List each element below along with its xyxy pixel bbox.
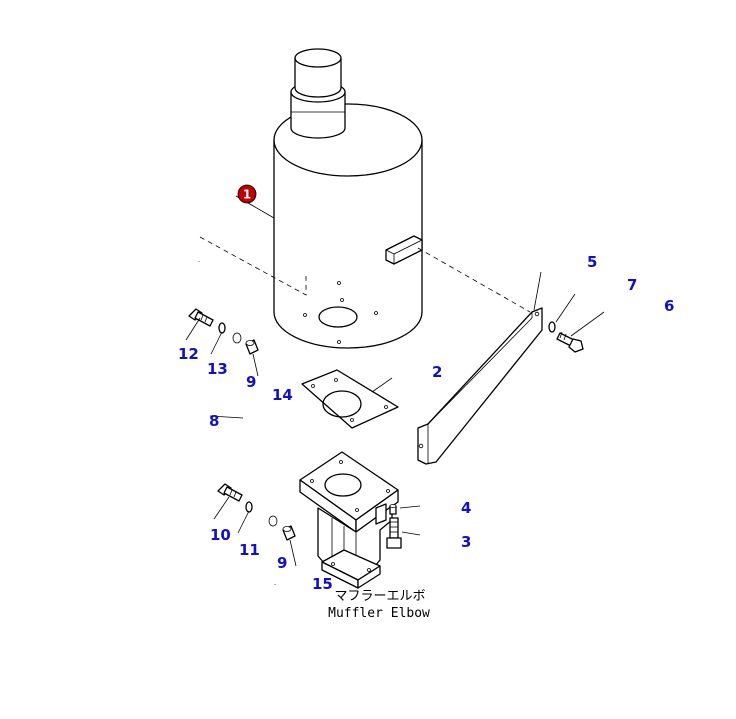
callout-10: 10 — [210, 526, 231, 544]
lower-fasteners — [213, 483, 297, 567]
callout-4: 4 — [461, 499, 471, 517]
callout-9-lower: 9 — [277, 554, 287, 572]
callout-5: 5 — [587, 253, 597, 271]
support-bracket — [417, 271, 543, 465]
callout-11: 11 — [239, 541, 260, 559]
callout-8: 8 — [209, 412, 219, 430]
callout-15: 15 — [312, 575, 333, 593]
muffler-elbow — [299, 451, 421, 589]
callout-7: 7 — [627, 276, 637, 294]
caption: マフラーエルボ Muffler Elbow — [328, 589, 430, 621]
callout-3: 3 — [461, 533, 471, 551]
upper-fasteners — [185, 308, 259, 377]
gasket — [209, 369, 399, 429]
callout-labels: 2 3 4 5 6 7 8 9 9 10 11 12 13 14 15 — [178, 253, 674, 593]
callout-2: 2 — [432, 363, 442, 381]
muffler — [273, 48, 423, 349]
callout-1-badge: 1 — [237, 184, 257, 204]
stay-tube — [197, 261, 278, 585]
caption-english: Muffler Elbow — [328, 606, 430, 621]
callout-6: 6 — [664, 297, 674, 315]
callout-13: 13 — [207, 360, 228, 378]
caption-japanese: マフラーエルボ — [334, 589, 425, 604]
callout-14: 14 — [272, 386, 293, 404]
callout-1: 1 — [243, 188, 251, 202]
right-fasteners — [548, 293, 605, 353]
callout-12: 12 — [178, 345, 199, 363]
callout-9-upper: 9 — [246, 373, 256, 391]
